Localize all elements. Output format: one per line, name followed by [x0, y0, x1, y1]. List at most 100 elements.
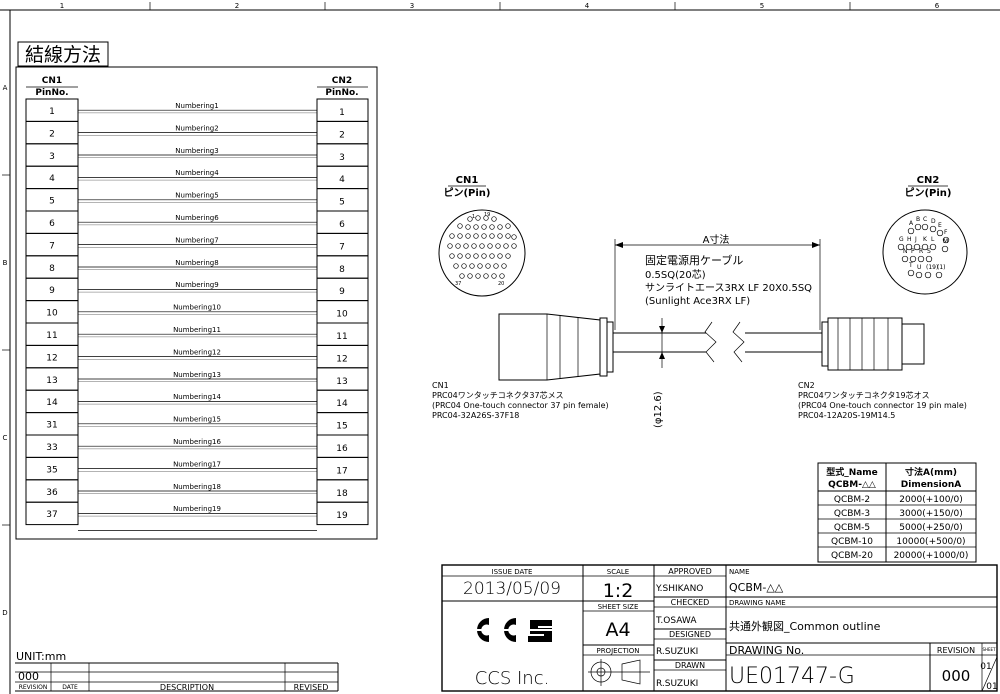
cn1-pin — [475, 215, 481, 221]
wire-label: Numbering12 — [173, 348, 221, 356]
cn2-pin-number: 13 — [336, 377, 347, 387]
dim-model-cell: QCBM-5 — [834, 523, 870, 533]
cn1-pin-number: 3 — [49, 152, 55, 162]
cn1-pin — [465, 253, 471, 259]
cn1-pin-number: 2 — [49, 129, 55, 139]
wire-label: Numbering5 — [175, 192, 218, 200]
cn2-plug-body — [827, 317, 903, 371]
cn2-pin — [905, 243, 913, 251]
cn2-pin — [942, 236, 950, 244]
cn1-pin — [457, 223, 463, 229]
cn2-caption-3: (PRC04 One-touch connector 19 pin male) — [798, 401, 967, 410]
cn2-pin-number: 5 — [339, 198, 345, 208]
cn2-pin-number: 8 — [339, 265, 345, 275]
cn1-pin-label-19: 19 — [484, 212, 490, 218]
cn1-pin-number: 31 — [46, 421, 57, 431]
cn1-pin — [505, 253, 511, 259]
dim-header-dim-1: 寸法A(mm) — [905, 466, 957, 478]
dim-header-dim-2: DimensionA — [901, 480, 961, 490]
wire-label: Numbering9 — [175, 281, 218, 289]
cn1-pin — [481, 253, 487, 259]
sheet-size-label: SHEET SIZE — [598, 603, 639, 611]
cn1-pin — [481, 224, 487, 230]
cn1-pin — [459, 273, 465, 279]
cn2-pin — [935, 271, 943, 279]
cn1-pin — [497, 253, 503, 259]
cn2-pin-number: 11 — [336, 332, 347, 342]
cn2-pin-label: (19) — [926, 264, 938, 271]
revision-block: UNIT:mm 000 REVISION DATE DESCRIPTION RE… — [15, 650, 339, 692]
cn1-pin — [491, 216, 497, 222]
cn2-pin — [936, 229, 944, 237]
cn1-pin — [473, 253, 479, 259]
cn1-pin — [473, 224, 479, 230]
designed-label: DESIGNED — [669, 630, 711, 639]
cn1-header-pin: PinNo. — [35, 88, 68, 98]
border-col-2: 2 — [235, 2, 239, 10]
dim-model-cell: QCBM-20 — [831, 551, 873, 561]
cn2-pin-number: 17 — [336, 466, 347, 476]
wire-label: Numbering11 — [173, 326, 221, 334]
wiring-title-box — [17, 41, 109, 67]
cn2-pin-label: U — [917, 264, 921, 271]
cn2-pin-number: 19 — [336, 511, 348, 521]
cn2-pin — [925, 255, 933, 263]
wire-label: Numbering17 — [173, 460, 221, 468]
cn2-pin-label: B — [916, 216, 920, 223]
cn1-pin — [477, 263, 483, 269]
wiring-title: 結線方法 — [25, 44, 101, 66]
cn2-pin-label: N — [903, 248, 908, 255]
wire-label: Numbering1 — [175, 102, 218, 110]
border-row-c: C — [3, 434, 8, 442]
cn1-pin — [485, 263, 491, 269]
company-name: CCS Inc. — [475, 668, 550, 689]
border-col-6: 6 — [935, 2, 940, 10]
cn1-pin — [511, 243, 517, 249]
wire-label: Numbering14 — [173, 393, 221, 401]
cn2-caption-1: CN2 — [798, 381, 815, 390]
designed-by: R.SUZUKI — [656, 647, 698, 657]
cn2-pin-label: K — [923, 236, 928, 243]
cn1-pin-label-20: 20 — [498, 281, 504, 287]
cn1-pin — [493, 263, 499, 269]
cn1-pin-label-1: 1 — [472, 214, 475, 220]
cable-spec-line-4: (Sunlight Ace3RX LF) — [645, 296, 750, 307]
border-col-5: 5 — [760, 2, 764, 10]
title-block: ISSUE DATE 2013/05/09 SCALE 1:2 SHEET SI… — [441, 564, 998, 692]
drawn-by: R.SUZUKI — [656, 679, 698, 689]
border-row-b: B — [3, 259, 8, 267]
cn2-pin-label: R — [919, 248, 923, 255]
cn1-pin-array — [447, 215, 517, 279]
cn2-pin-label: A — [909, 220, 914, 227]
cn2-pin — [907, 227, 915, 235]
wire-label: Numbering15 — [173, 416, 221, 424]
cn2-pin-number: 16 — [336, 444, 348, 454]
dimension-a-label: A寸法 — [703, 233, 730, 246]
cn1-pin-number: 11 — [46, 331, 57, 341]
cn2-pin — [907, 269, 915, 277]
cable-spec-line-3: サンライトエース3RX LF 20X0.5SQ — [645, 282, 812, 294]
wire-label: Numbering16 — [173, 438, 221, 446]
cn2-pin-number: 2 — [339, 130, 345, 140]
checked-by: T.OSAWA — [655, 616, 697, 626]
cn1-pin — [489, 233, 495, 239]
cn2-pin — [901, 255, 909, 263]
issue-date: 2013/05/09 — [463, 579, 561, 599]
cn1-pin — [471, 243, 477, 249]
cn1-caption-1: CN1 — [432, 381, 449, 390]
cn1-pin-number: 13 — [46, 376, 57, 386]
dim-model-cell: QCBM-3 — [834, 509, 870, 519]
cn2-pin-number: 4 — [339, 175, 345, 185]
